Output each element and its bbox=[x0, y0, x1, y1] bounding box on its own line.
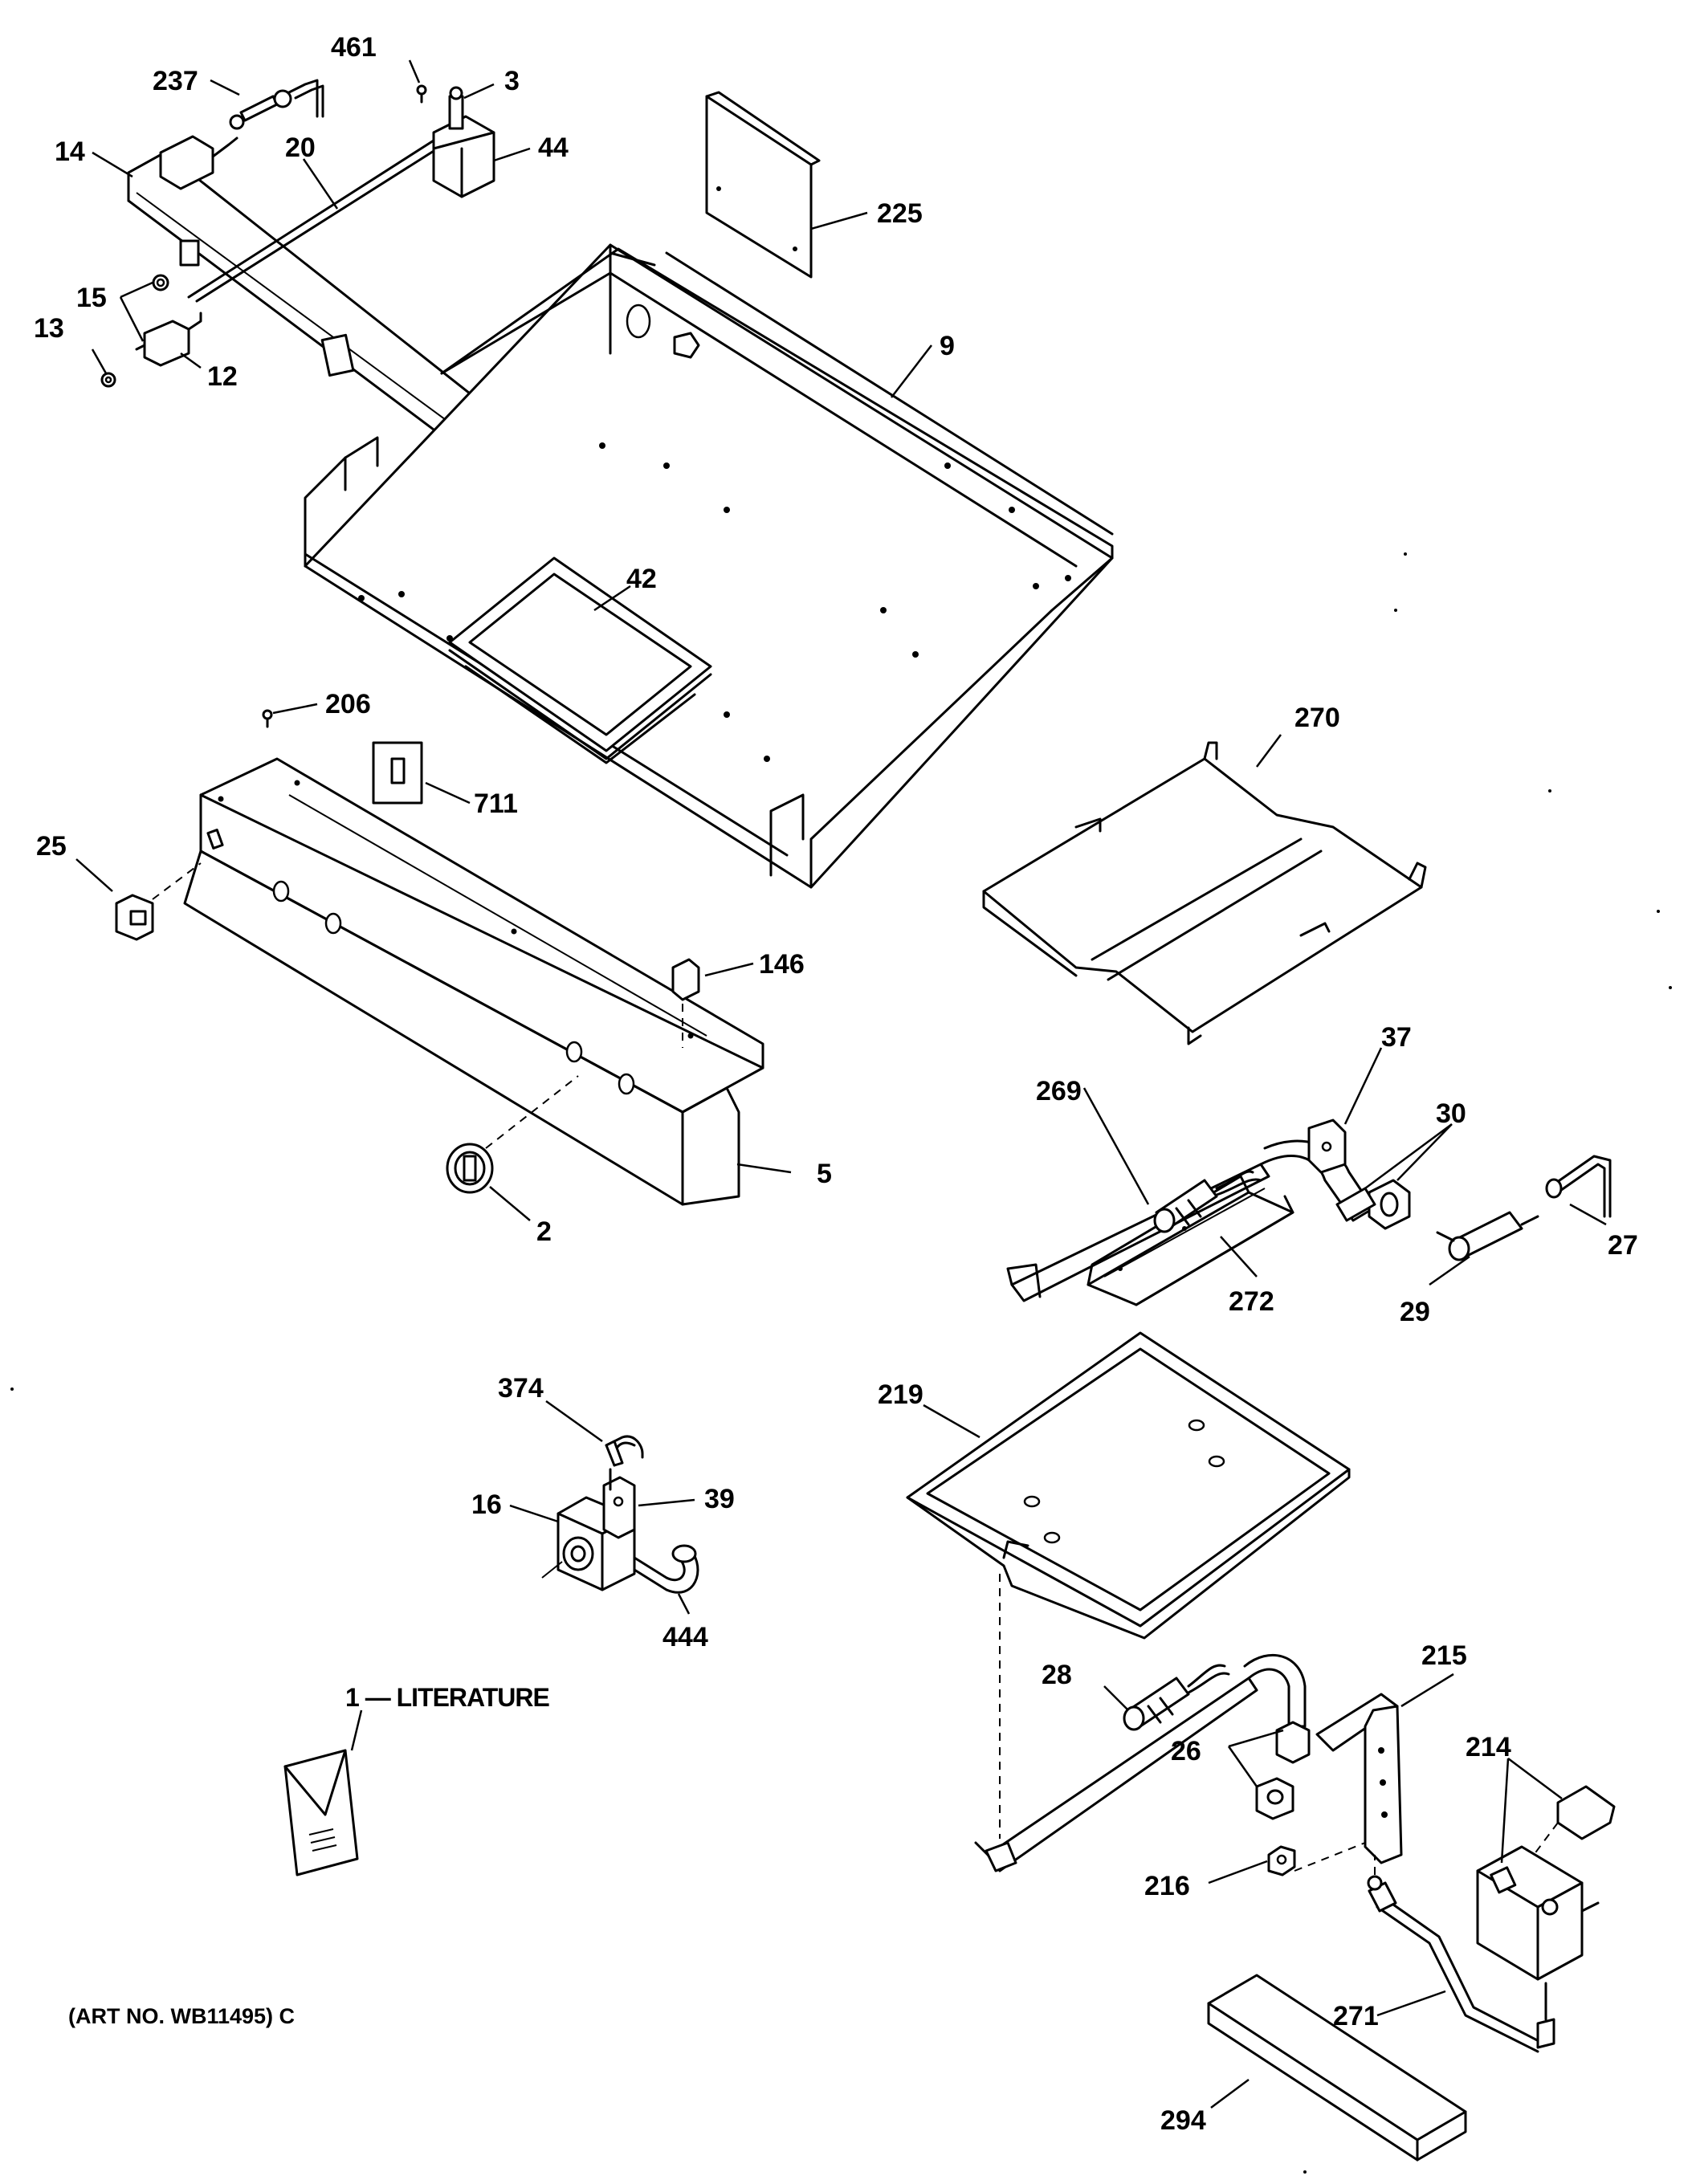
valve-body-14 bbox=[159, 135, 238, 190]
screw-206 bbox=[262, 709, 273, 728]
literature-envelope bbox=[283, 1749, 359, 1876]
bracket-215 bbox=[1315, 1693, 1403, 1864]
callout-272: 272 bbox=[1229, 1286, 1274, 1317]
oven-valve-214 bbox=[1476, 1785, 1616, 1981]
gas-tube-271 bbox=[1367, 1855, 1555, 2053]
callout-219: 219 bbox=[878, 1379, 923, 1410]
knob-2 bbox=[446, 1075, 579, 1194]
air-shutter-30 bbox=[1335, 1179, 1411, 1230]
leader-lines bbox=[75, 59, 1607, 2109]
burner-box-9 bbox=[304, 243, 1114, 889]
angle-294 bbox=[1207, 1974, 1467, 2162]
igniter-269 bbox=[1153, 1170, 1262, 1233]
valve-12 bbox=[135, 274, 202, 367]
callout-206: 206 bbox=[325, 689, 371, 719]
elbow-444 bbox=[633, 1544, 699, 1594]
label-711 bbox=[372, 741, 423, 805]
air-shutter-26 bbox=[1255, 1721, 1311, 1820]
callout-28: 28 bbox=[1042, 1660, 1072, 1690]
callout-25: 25 bbox=[36, 831, 67, 862]
burner-box-holes bbox=[358, 442, 1071, 762]
broiler-pan-219 bbox=[906, 1331, 1351, 1839]
callout-12: 12 bbox=[207, 361, 238, 392]
callout-13: 13 bbox=[34, 313, 64, 344]
callout-5: 5 bbox=[817, 1159, 832, 1189]
callout-374: 374 bbox=[498, 1373, 544, 1404]
bracket-44 bbox=[432, 86, 495, 198]
callout-9: 9 bbox=[940, 331, 955, 361]
nut-216 bbox=[1267, 1842, 1366, 1876]
baffle-270 bbox=[982, 741, 1427, 1045]
callout-214: 214 bbox=[1466, 1732, 1511, 1762]
screw-461 bbox=[416, 84, 427, 104]
callout-444: 444 bbox=[662, 1622, 708, 1652]
callout-37: 37 bbox=[1381, 1022, 1412, 1053]
callout-269: 269 bbox=[1036, 1076, 1082, 1106]
callout-14: 14 bbox=[55, 136, 85, 167]
gas-tube-20 bbox=[187, 79, 442, 303]
bracket-39 bbox=[602, 1476, 636, 1539]
grommet-42 bbox=[448, 556, 712, 764]
callout-26: 26 bbox=[1171, 1736, 1201, 1766]
callout-271: 271 bbox=[1333, 2001, 1379, 2031]
callout-20: 20 bbox=[285, 132, 316, 163]
callout-labels: 237 461 3 14 20 44 225 15 13 12 9 42 206… bbox=[34, 32, 1638, 2136]
callout-461: 461 bbox=[331, 32, 377, 63]
callout-27: 27 bbox=[1608, 1230, 1638, 1261]
callout-39: 39 bbox=[704, 1484, 735, 1514]
callout-29: 29 bbox=[1400, 1297, 1430, 1327]
callout-270: 270 bbox=[1294, 703, 1340, 733]
elbow-374 bbox=[605, 1435, 644, 1491]
callout-42: 42 bbox=[626, 564, 657, 594]
callout-711: 711 bbox=[474, 788, 518, 819]
oven-burner-tube bbox=[974, 1653, 1307, 1872]
tube-27 bbox=[1545, 1155, 1612, 1218]
callout-146: 146 bbox=[759, 949, 805, 980]
callout-237: 237 bbox=[153, 66, 198, 96]
scan-specks bbox=[10, 552, 1672, 2174]
callout-216: 216 bbox=[1144, 1871, 1190, 1901]
callout-225: 225 bbox=[877, 198, 923, 229]
clip-146 bbox=[671, 958, 700, 1048]
callout-294: 294 bbox=[1160, 2105, 1206, 2136]
callout-3: 3 bbox=[504, 66, 520, 96]
callout-30: 30 bbox=[1436, 1098, 1466, 1129]
manifold-panel-5 bbox=[183, 757, 764, 1206]
switch-25 bbox=[115, 862, 202, 941]
callout-44: 44 bbox=[538, 132, 569, 163]
heat-shield-225 bbox=[705, 91, 821, 279]
callout-2: 2 bbox=[536, 1216, 552, 1247]
orifice-29 bbox=[1436, 1211, 1539, 1261]
callout-16: 16 bbox=[471, 1489, 502, 1520]
washer-13 bbox=[100, 372, 116, 388]
callout-15: 15 bbox=[76, 283, 107, 313]
bracket-37 bbox=[1307, 1118, 1347, 1174]
fitting-237 bbox=[229, 89, 292, 130]
igniter-28 bbox=[1123, 1664, 1230, 1731]
literature-label: 1 — LITERATURE bbox=[345, 1683, 550, 1712]
callout-215: 215 bbox=[1421, 1640, 1467, 1671]
art-number: (ART NO. WB11495) C bbox=[68, 2004, 295, 2028]
